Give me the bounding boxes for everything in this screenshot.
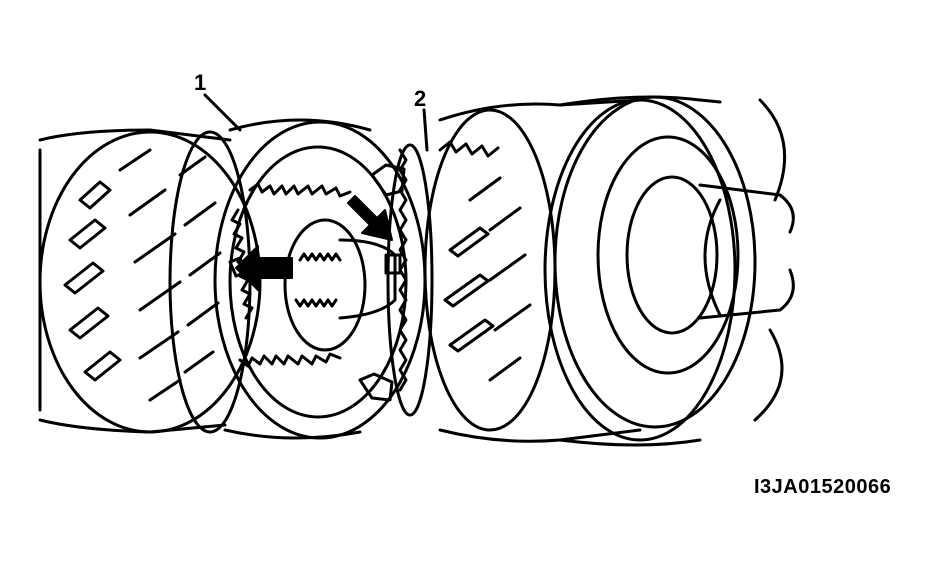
figure-code: I3JA01520066 <box>754 476 892 498</box>
leader-line-1 <box>203 93 242 132</box>
splined-hub <box>283 218 402 352</box>
arrow-down-right <box>347 195 393 241</box>
callout-2: 2 <box>414 86 427 111</box>
right-gear <box>423 98 642 443</box>
shaft-drum <box>543 95 795 447</box>
arrow-left <box>235 245 293 291</box>
blocker-ring <box>386 143 434 417</box>
callout-1: 1 <box>194 70 207 95</box>
left-gear <box>38 128 262 434</box>
leader-line-2 <box>422 108 429 152</box>
